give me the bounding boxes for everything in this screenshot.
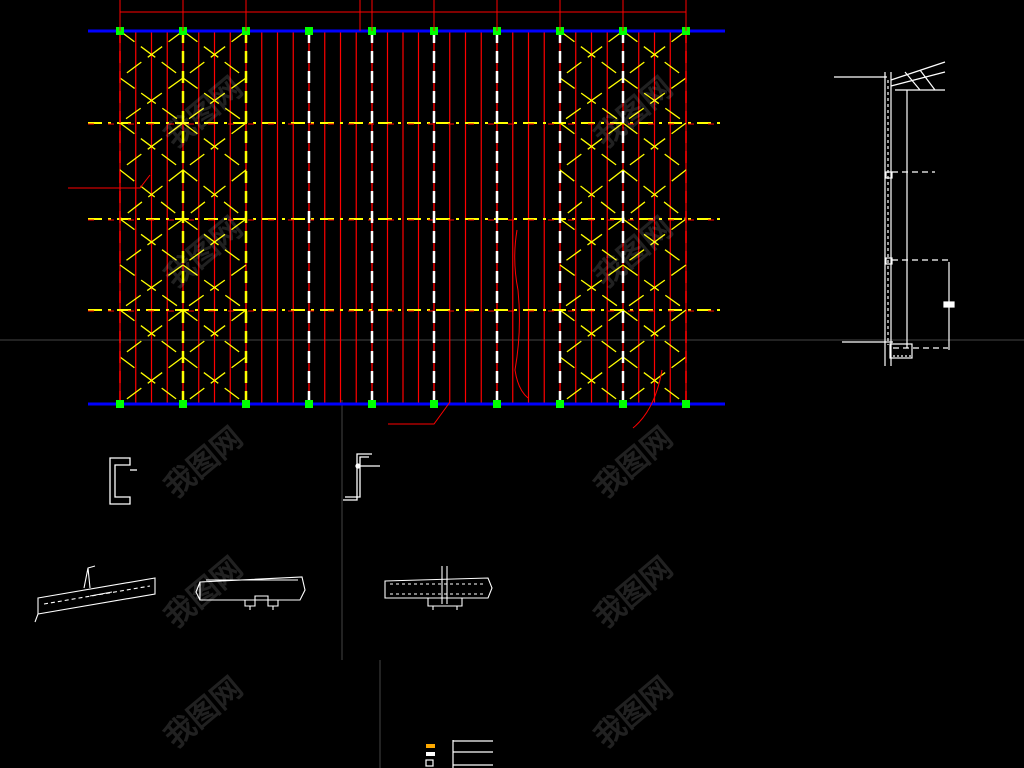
bracing-member bbox=[559, 77, 624, 124]
bracing-member bbox=[559, 264, 624, 311]
bracing-member bbox=[559, 309, 624, 358]
bracing-member bbox=[182, 356, 247, 405]
bracing-member bbox=[182, 77, 247, 124]
bracing-member bbox=[622, 264, 687, 311]
bracing-member bbox=[182, 122, 247, 171]
column-marker bbox=[305, 400, 313, 408]
bracing-member bbox=[559, 356, 624, 405]
column-marker bbox=[493, 400, 501, 408]
bracing-member bbox=[182, 264, 247, 311]
bracing-member bbox=[119, 309, 184, 358]
watermark-text: 我图网 bbox=[158, 210, 249, 295]
bracing-member bbox=[119, 356, 184, 405]
bottom-connection-detail bbox=[425, 740, 493, 768]
edge-beams bbox=[88, 29, 725, 406]
bracing-member bbox=[119, 169, 184, 220]
z-section-detail bbox=[343, 453, 380, 501]
column-marker bbox=[242, 400, 250, 408]
wall-section-detail bbox=[834, 61, 955, 366]
watermark-text: 我图网 bbox=[588, 670, 679, 755]
bracing-member bbox=[182, 218, 247, 266]
leader-lines bbox=[68, 174, 663, 429]
roof-framing-plan bbox=[68, 0, 725, 429]
watermark-text: 我图网 bbox=[158, 670, 249, 755]
bracing-member bbox=[182, 30, 247, 79]
column-marker bbox=[305, 27, 313, 35]
bracing-member bbox=[622, 77, 687, 124]
sloped-roof-panel-detail bbox=[34, 565, 156, 623]
bracing-member bbox=[622, 218, 687, 266]
watermark-text: 我图网 bbox=[158, 420, 249, 505]
flat-panel-detail bbox=[195, 576, 306, 610]
watermark-text: 我图网 bbox=[588, 550, 679, 635]
bracing-member bbox=[182, 169, 247, 220]
axis-lines bbox=[0, 339, 1024, 768]
watermark-text: 我图网 bbox=[158, 550, 249, 635]
column-marker bbox=[368, 400, 376, 408]
joint-panel-detail bbox=[384, 566, 493, 610]
column-marker bbox=[556, 400, 564, 408]
column-marker bbox=[619, 400, 627, 408]
grid-center-lines bbox=[88, 31, 725, 404]
bracing-member bbox=[119, 122, 184, 171]
bracing-member bbox=[559, 30, 624, 79]
bracing-member bbox=[622, 122, 687, 171]
column-marker bbox=[179, 400, 187, 408]
watermark-text: 我图网 bbox=[588, 420, 679, 505]
bracing-member bbox=[559, 169, 624, 220]
bracing-member bbox=[119, 30, 184, 79]
watermark-text: 我图网 bbox=[158, 70, 249, 155]
bracing-member bbox=[622, 30, 687, 79]
bracing-member bbox=[622, 169, 687, 220]
column-marker bbox=[116, 400, 124, 408]
c-section-detail bbox=[109, 457, 137, 505]
cross-bracing bbox=[119, 30, 687, 405]
bracing-member bbox=[559, 218, 624, 266]
column-marker bbox=[430, 400, 438, 408]
bracing-member bbox=[622, 356, 687, 405]
column-marker bbox=[682, 400, 690, 408]
watermark-text: 我图网 bbox=[588, 70, 679, 155]
purlin-lines bbox=[119, 31, 687, 404]
watermark-text: 我图网 bbox=[588, 210, 679, 295]
bracing-member bbox=[559, 122, 624, 171]
bracing-member bbox=[119, 264, 184, 311]
bracing-member bbox=[182, 309, 247, 358]
bracing-member bbox=[119, 77, 184, 124]
bracing-member bbox=[622, 309, 687, 358]
top-dimension-line bbox=[119, 0, 687, 31]
bracing-member bbox=[119, 218, 184, 266]
